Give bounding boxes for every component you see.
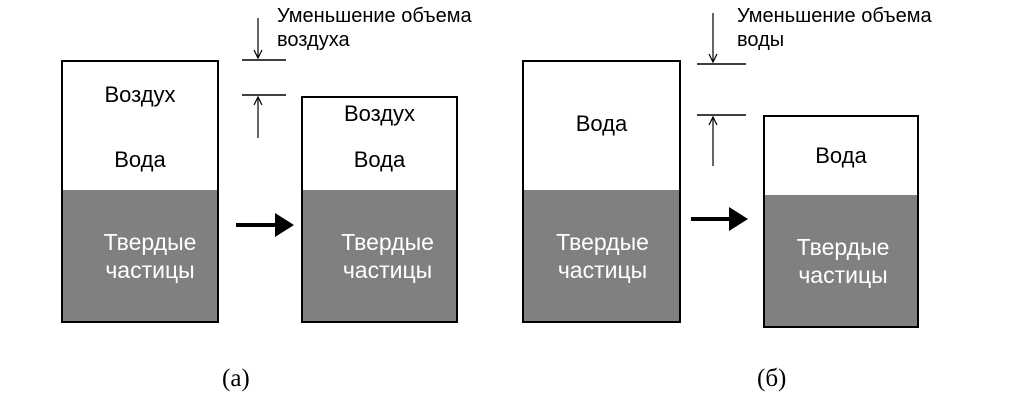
panel-a-annotation: Уменьшение объема воздуха xyxy=(277,5,472,51)
panel-a-before-air-layer: Воздух xyxy=(61,60,219,131)
panel-b-before-solids-label: Твердые частицы xyxy=(556,229,649,284)
dimension-arrow-down-icon xyxy=(253,18,263,60)
panel-a-after-solids-layer: Твердые частицы xyxy=(301,190,458,323)
panel-a-before-water-label: Вода xyxy=(114,146,166,172)
panel-b-after-solids-layer: Твердые частицы xyxy=(763,195,919,328)
panel-a-before-water-layer: Вода xyxy=(61,129,219,192)
panel-a-after-air-label: Воздух xyxy=(343,100,416,126)
panel-a-caption: (а) xyxy=(222,365,250,392)
panel-b-annotation: Уменьшение объема воды xyxy=(737,5,932,51)
panel-b-after-solids-label: Твердые частицы xyxy=(796,234,890,289)
panel-a-before-solids-label: Твердые частицы xyxy=(103,229,197,284)
panel-a-before-air-label: Воздух xyxy=(104,81,176,107)
panel-b-before-water-layer: Вода xyxy=(522,60,681,192)
panel-a-before-solids-layer: Твердые частицы xyxy=(61,190,219,323)
panel-a-after-air-layer: Воздух xyxy=(301,96,458,131)
panel-b-after-water-layer: Вода xyxy=(763,115,919,197)
panel-b-before-water-label: Вода xyxy=(575,111,628,137)
panel-b-caption: (б) xyxy=(757,365,787,392)
dimension-arrow-up-icon xyxy=(253,95,263,138)
panel-b-before-solids-layer: Твердые частицы xyxy=(522,190,681,323)
dimension-arrow-up-icon xyxy=(708,115,718,166)
arrow-right-icon xyxy=(236,213,294,237)
arrow-right-icon xyxy=(691,207,748,231)
panel-b-after-water-label: Вода xyxy=(815,143,867,169)
panel-a-after-water-label: Вода xyxy=(353,146,406,172)
panel-a-after-water-layer: Вода xyxy=(301,129,458,192)
dimension-arrow-down-icon xyxy=(708,13,718,64)
panel-a-after-solids-label: Твердые частицы xyxy=(341,229,434,284)
